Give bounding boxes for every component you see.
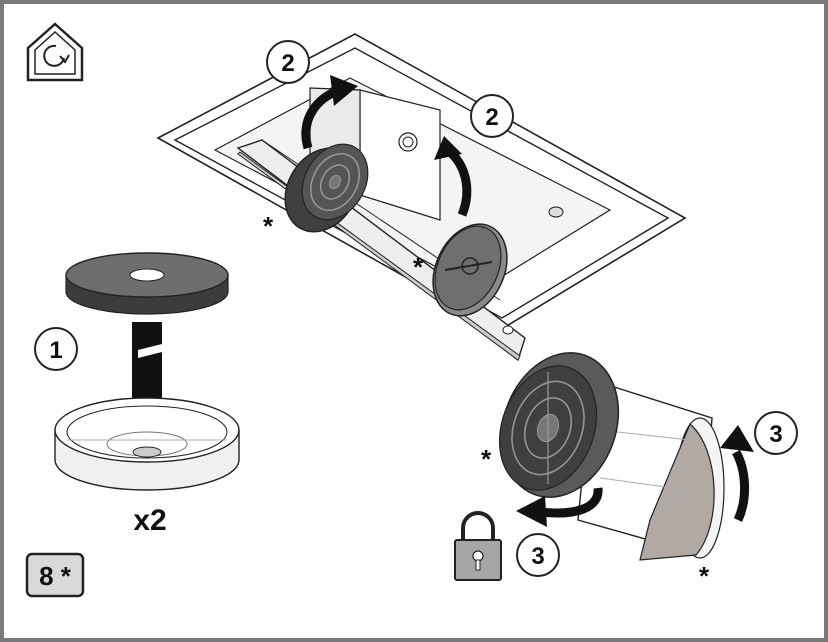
step-circle-1: 1 [35, 328, 77, 370]
svg-text:2: 2 [485, 104, 498, 131]
step-badge-label: 8 * [39, 561, 72, 591]
step-circle-2-left: 2 [267, 41, 309, 83]
step-badge: 8 * [27, 554, 83, 596]
svg-text:1: 1 [49, 337, 62, 364]
svg-text:3: 3 [769, 421, 782, 448]
asterisk-marker: * [481, 444, 492, 474]
svg-text:3: 3 [531, 543, 544, 570]
asterisk-marker: * [413, 252, 424, 282]
svg-text:2: 2 [281, 50, 294, 77]
quantity-label: x2 [133, 504, 166, 537]
filter-housing [55, 398, 239, 490]
asterisk-marker: * [699, 561, 710, 591]
step-circle-3-bottom: 3 [517, 534, 559, 576]
step-circle-3-right: 3 [755, 412, 797, 454]
filter-pad [66, 253, 228, 314]
asterisk-marker: * [263, 211, 274, 241]
step-circle-2-right: 2 [471, 95, 513, 137]
